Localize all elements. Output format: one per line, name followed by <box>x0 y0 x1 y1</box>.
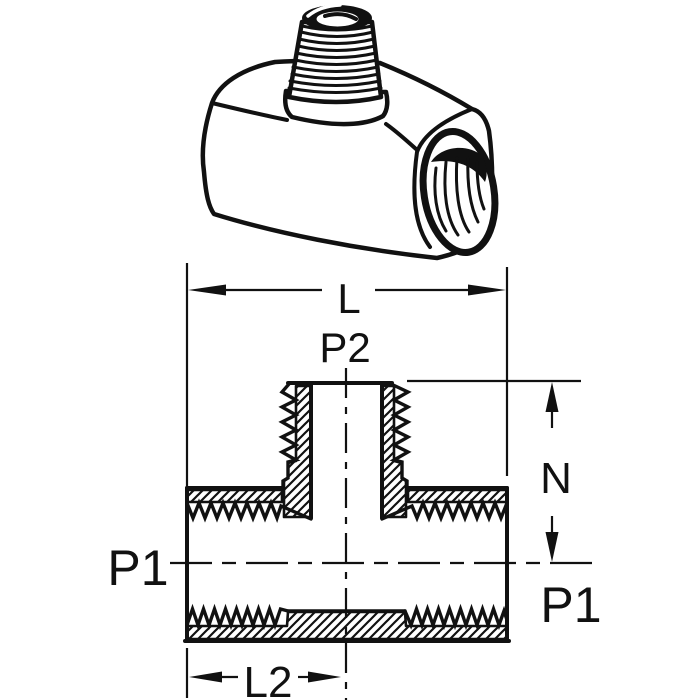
dimension-L2: L2 <box>185 648 341 700</box>
dim-label-N: N <box>540 454 572 503</box>
port-labels: P2 P1 P1 <box>107 324 601 633</box>
iso-facet-edge-left <box>210 101 289 122</box>
dimension-L: L <box>185 263 509 487</box>
iso-facet-edge-right <box>384 122 418 151</box>
section-view <box>170 368 592 700</box>
label-P1-right: P1 <box>540 577 601 633</box>
section-male-thread-right <box>389 382 412 490</box>
iso-port-shadow <box>431 147 487 182</box>
iso-end-face-edge <box>412 107 474 249</box>
label-P1-left: P1 <box>107 540 168 596</box>
section-female-thread-top-right <box>380 498 509 523</box>
isometric-view <box>200 3 499 261</box>
section-male-thread-left <box>278 382 301 490</box>
arrowhead-l2-left <box>189 671 222 683</box>
iso-female-port <box>419 128 499 256</box>
dim-label-L: L <box>337 275 360 322</box>
arrowhead-left <box>188 284 226 296</box>
iso-male-thread <box>286 3 384 105</box>
dimension-N: N <box>407 379 581 562</box>
arrowhead-down <box>545 532 559 562</box>
arrowhead-l2-right <box>308 671 341 683</box>
arrowhead-right <box>468 284 506 296</box>
section-female-thread-top-left <box>185 498 313 523</box>
section-female-thread-bottom-right <box>403 603 509 631</box>
label-P2: P2 <box>319 324 370 371</box>
section-female-thread-bottom-left <box>185 603 290 631</box>
dim-label-L2: L2 <box>244 658 293 700</box>
arrowhead-up <box>545 382 559 412</box>
